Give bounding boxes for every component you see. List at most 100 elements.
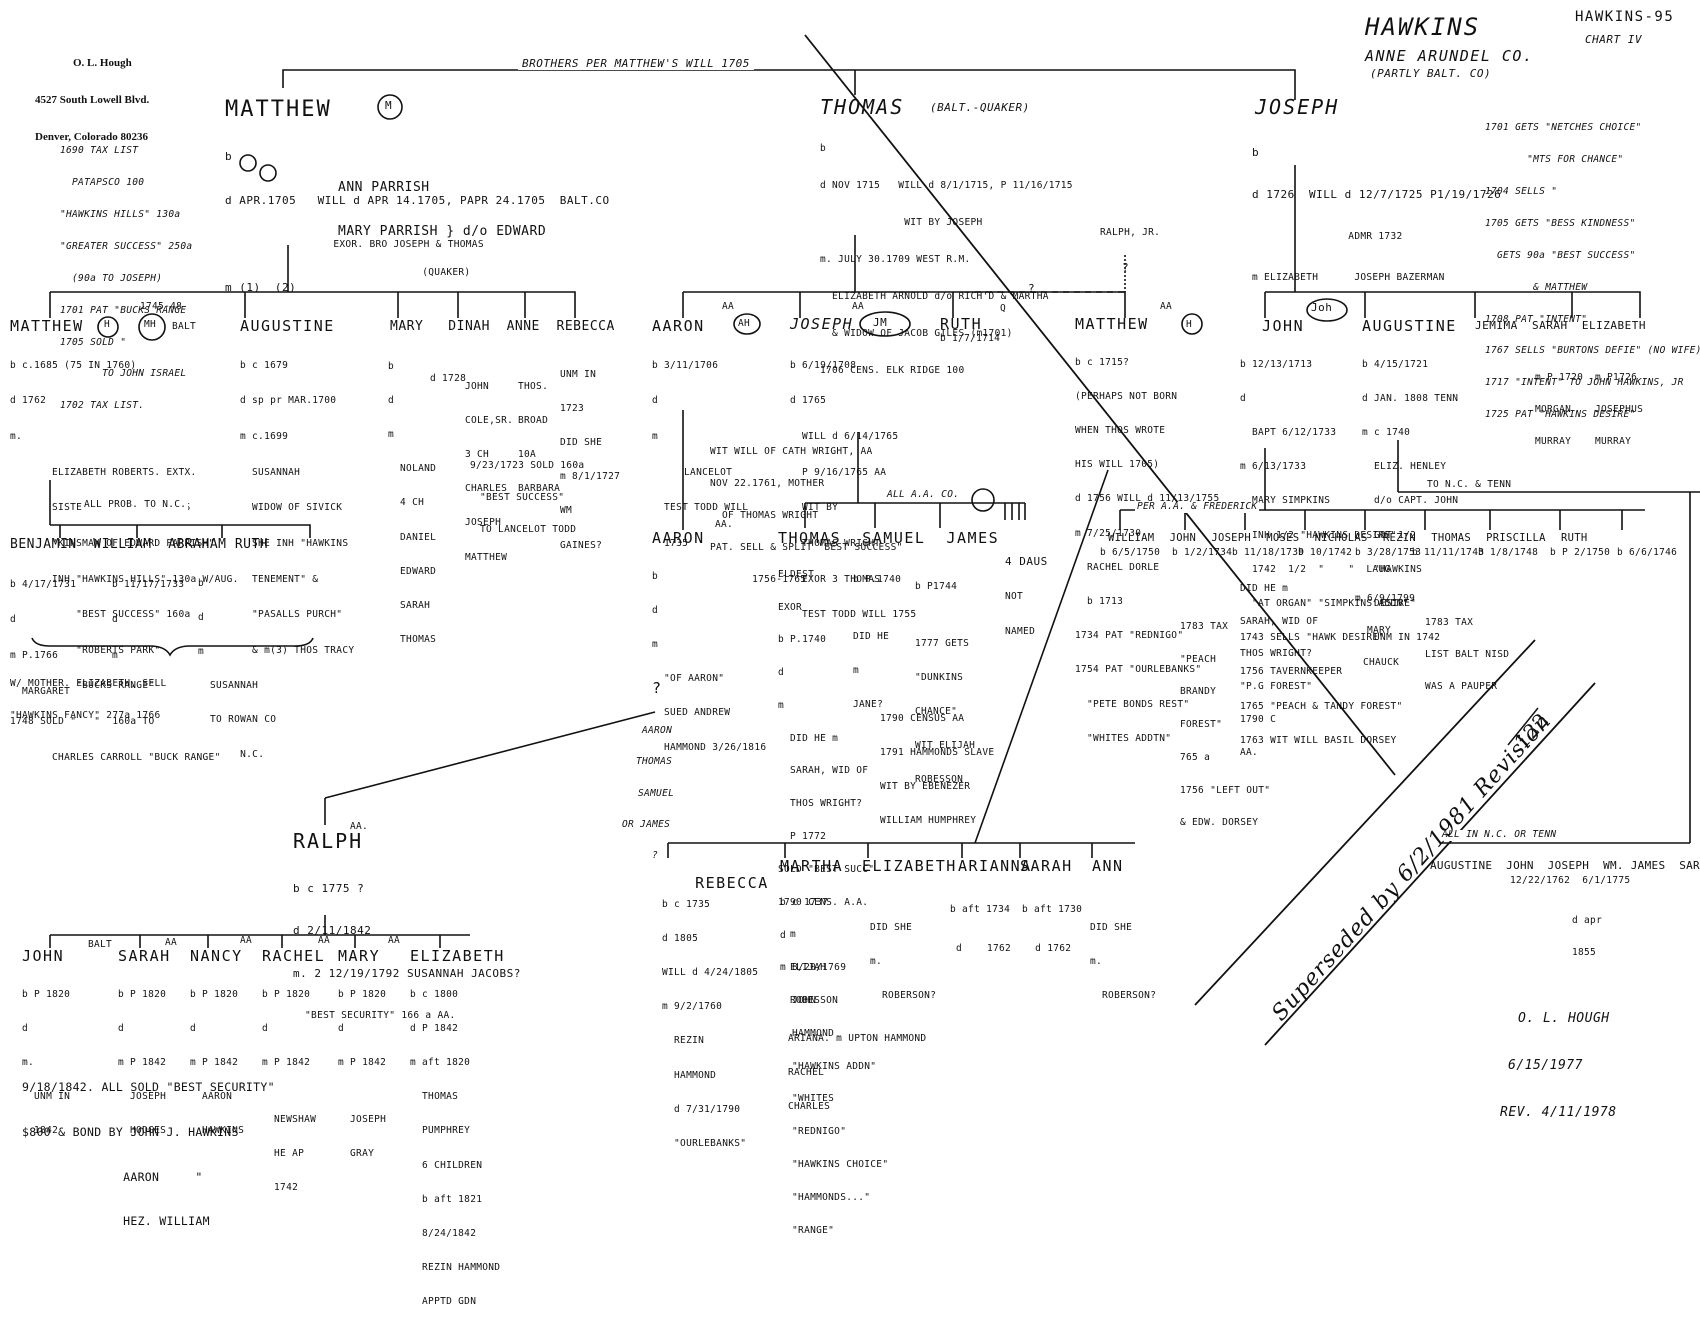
anne-details: THOS. BROAD 10A BARBARA [518,380,561,495]
joseph-jm-aa: AA [852,301,865,312]
ralph-father-candidates: AARON THOMAS SAMUEL OR JAMES ? [622,724,675,862]
all-nc-tenn-label: ALL IN N.C. OR TENN [1440,829,1559,841]
john-kid-date-5: b 3/28/1753 [1355,547,1422,558]
matthew-kids-header: BENJAMIN WILLIAM ABRAHAM RUTH [10,537,269,552]
thomas-gen3-details: ELDEST EXOR b P.1740 d m DID HE m SARAH,… [778,568,875,1006]
joseph-gen1-name: JOSEPH [1255,95,1340,119]
john-joh-details: b 12/13/1713 d BAPT 6/12/1733 m 6/13/173… [1240,358,1409,746]
per-aa-frederick-label: PER A.A. & FREDERICK [1135,501,1260,513]
file-id: HAWKINS-95 [1575,9,1675,25]
ralph-elizabeth-details: b c 1800 d P 1842 m aft 1820 THOMAS PUMP… [410,988,501,1308]
all-aa-label: ALL A.A. CO. [885,489,962,501]
augustine-name: AUGUSTINE [240,317,335,335]
to-nc-tenn-label: TO N.C. & TENN [1425,479,1514,491]
ruth-birth: b 1/7/1714 [940,333,1001,344]
badge-h: H [104,319,111,330]
john-kid-date-2: b 1/2/1734 [1172,547,1233,558]
ruth-q: Q [1000,303,1007,314]
ralph-kid-john: JOHN [22,947,65,965]
dinah-sold-note: 9/23/1723 SOLD 160a "BEST SUCCESS" TO LA… [470,460,585,535]
john-joh-name: JOHN [1262,317,1305,335]
matthew-gen1-vitals: b d APR.1705 WILL d APR 14.1705, PAPR 24… [225,149,610,295]
ralph-kid-john-tag: BALT [88,939,113,950]
matthew-spouses: ANN PARRISH MARY PARRISH } d/o EDWARD (Q… [338,180,547,279]
matthew-aa-name: MATTHEW [1075,315,1149,333]
ralph-tag: AA. [350,821,369,832]
matthew-gen1-name: MATTHEW [225,97,332,122]
badge-ah: AH [738,318,751,329]
abraham-details: b d m SUSANNAH TO ROWAN CO N.C. [198,577,277,760]
ann-details: DID SHE m. ROBERSON? [1090,921,1157,1001]
to-nc-label: ALL PROB. TO N.C. [82,499,189,511]
daughter-martha: MARTHA [780,857,844,875]
ralph-kid-rachel: RACHEL [262,947,326,965]
thomas-gen1-name: THOMAS [820,95,905,119]
tax-note: 1783 TAX "PEACH BRANDY FOREST" 765 a 175… [1180,620,1271,829]
ralph-jr-question: ? [1122,261,1130,274]
mary-death: d 1728 [430,373,467,384]
augustine-details: b c 1679 d sp pr MAR.1700 m c.1699 SUSAN… [240,359,355,656]
mother-sell-note: W/ MOTHER. ELIZABETH, SELL "HAWKINS FANC… [10,678,167,722]
ralph-mary-details: b P 1820 d m P 1842 JOSEPH GRAY [338,988,387,1160]
john-kid-date-9: b 6/6/1746 [1617,547,1678,558]
john-kid-date-6: b 11/11/1743 [1412,547,1485,558]
brothers-bracket-label: BROTHERS PER MATTHEW'S WILL 1705 [518,57,754,71]
daughter-rebecca: REBECCA [695,873,769,892]
sisters-header: MARY DINAH ANNE REBECCA [390,319,615,334]
joseph-gen1-vitals: b d 1726 WILL d 12/7/1725 P1/19/1726 ADM… [1252,145,1502,284]
badge-mh: MH [144,319,157,330]
matthew-aa-details: b c 1715? (PERHAPS NOT BORN WHEN THOS WR… [1075,356,1220,744]
badge-jm: JM [873,316,888,329]
aaron-aa: AA [722,301,735,312]
author-address: O. L. Hough 4527 South Lowell Blvd. Denv… [35,32,149,155]
matthew-aa-tag: AA [1160,301,1173,312]
ralph-kid-mary: MARY [338,947,381,965]
matthew-badge-m: M [385,99,393,112]
badge-joh: Joh [1311,301,1333,314]
sarah-gen3-details: b aft 1730 1762 d 1762 [987,903,1083,955]
ralph-name: RALPH [293,829,364,853]
diagonal-strike-line [804,34,1396,776]
thomas-gen1-vitals: b d NOV 1715 WILL d 8/1/1715, P 11/16/17… [820,142,1073,376]
augustine2-details: b 4/15/1721 d JAN. 1808 TENN m c 1740 EL… [1362,358,1459,644]
dinah-details: JOHN COLE,SR. 3 CH CHARLES JOSEPH MATTHE… [465,380,514,563]
aaron2-details: b d m "OF AARON" SUED ANDREW HAMMOND 3/2… [652,570,767,753]
augustine2-name: AUGUSTINE [1362,317,1457,335]
john-kid-date-4: b 10/1742 [1298,547,1353,558]
john-kid-date-7: b 1/8/1748 [1478,547,1539,558]
daughters-header: REBECCA [662,858,769,892]
matthew-h-name: MATTHEW [10,317,84,335]
dashed-question: ? [1028,282,1036,295]
joseph-jm-name: JOSEPH [790,315,854,333]
aa-children-header: THOMAS SAMUEL JAMES [778,529,1000,547]
matthew-h-year-note: 1745-48 [140,301,183,312]
daughter-elizabeth: ELIZABETH [862,857,957,875]
arianna-details: b aft 1734 d [950,903,1011,955]
matthew-land-notes: 1690 TAX LIST PATAPSCO 100 "HAWKINS HILL… [60,145,193,412]
best-security-sale: 9/18/1842. ALL SOLD "BEST SECURITY" $800… [22,1079,275,1229]
matthew-h-balt: BALT [172,321,197,332]
author-city: Denver, Colorado 80236 [35,130,148,143]
john-kid-date-1: b 6/5/1750 [1100,547,1161,558]
ralph-kid-nancy-tag: AA [240,935,253,946]
ralph-kid-rachel-tag: AA [318,935,331,946]
aaron2-tag: AA. [715,519,734,530]
daughter-ann: ANN [1092,857,1124,875]
census-note: 1790 CENSUS AA 1791 HAMMONDS SLAVE WIT B… [880,712,995,827]
matthew-children-bar [50,291,576,318]
samuel-details: b P.1740 DID HE m JANE? [853,573,902,711]
ralph-kid-sarah: SARAH [118,947,171,965]
joseph-children-bar [1265,291,1641,318]
wm-death-note: d apr 1855 [1572,915,1603,959]
sarah-marriage: m P 1720 MORGAN MURRAY [1535,372,1584,447]
mary-details: b d m NOLAND 4 CH DANIEL EDWARD SARAH TH… [388,360,437,646]
john-kids-header: WILLIAM JOHN JOSEPH MOSES NICHOLAS REZIN… [1108,532,1588,544]
augustine-kids-header: AUGUSTINE JOHN JOSEPH WM. JAMES SARAH [1430,859,1700,872]
ralph-details: b c 1775 ? d 2/11/1842 m. 2 12/19/1792 S… [293,881,521,1022]
brothers-bracket [282,69,1296,100]
james-details: b P1744 1777 GETS "DUNKINS CHANCE" WIT E… [915,580,976,786]
ruth-name: RUTH [940,315,983,333]
ralph-jr-label: RALPH, JR. [1100,227,1161,238]
surname-title: HAWKINS [1365,13,1481,41]
joseph-land-notes: 1701 GETS "NETCHES CHOICE" "MTS FOR CHAN… [1485,122,1700,421]
